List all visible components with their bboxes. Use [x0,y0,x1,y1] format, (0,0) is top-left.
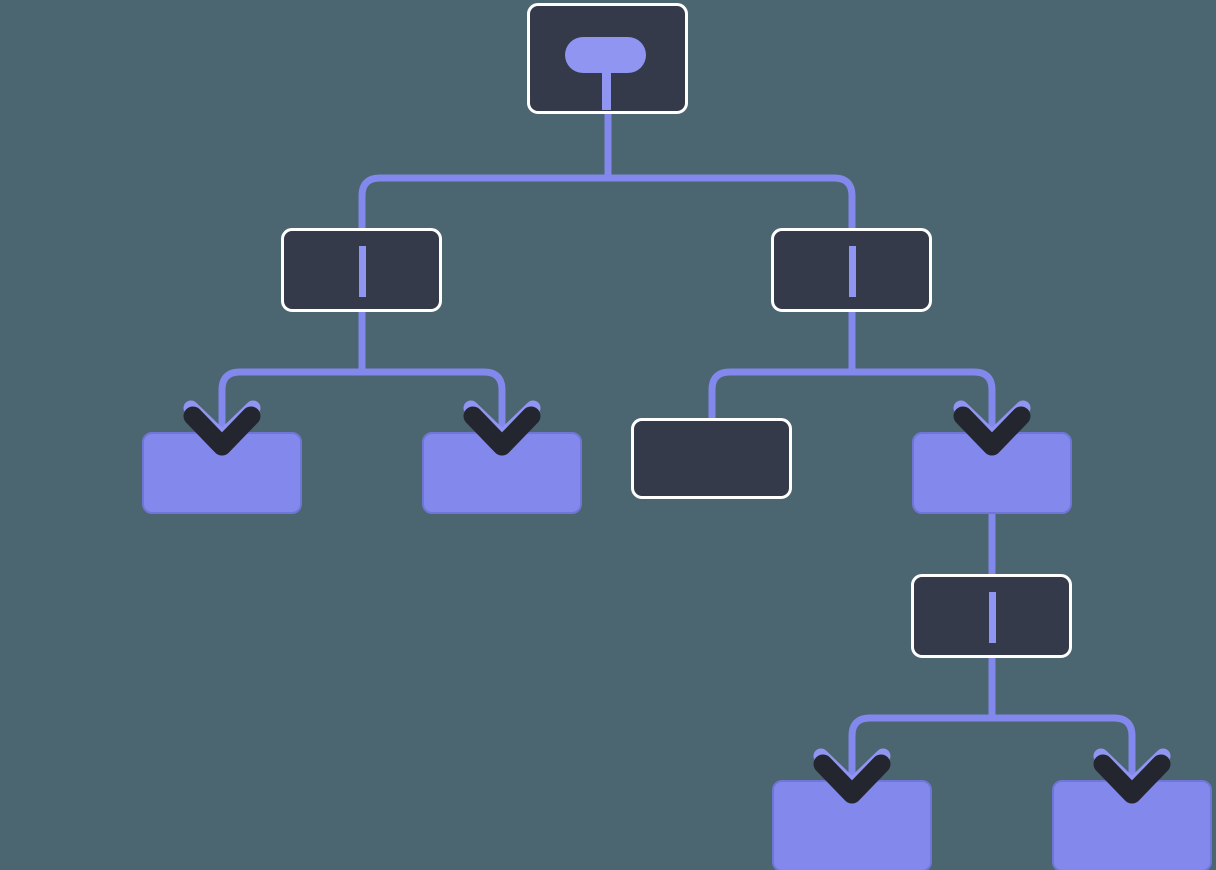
node-root[interactable] [527,3,688,114]
node-leaf-4[interactable] [1052,780,1212,870]
root-stem-glyph [602,61,611,110]
edge-left-to-leaf2 [362,368,506,444]
node-leaf-2[interactable] [422,432,582,514]
node-level1-left[interactable] [281,228,442,312]
edge-right-to-purplenode [852,368,996,444]
node-bar-glyph [359,246,366,297]
node-leaf-1[interactable] [142,432,302,514]
edge-right-to-darknode [708,368,852,418]
node-bar-glyph [849,246,856,297]
edge-dark3-to-leaf3 [848,714,992,792]
edge-root-to-right [608,174,856,231]
node-level2-dark[interactable] [631,418,792,499]
node-level2-purple[interactable] [912,432,1072,514]
edge-left-to-leaf1 [218,368,362,444]
node-level3-dark[interactable] [911,574,1072,658]
node-bar-glyph [989,592,996,643]
node-leaf-3[interactable] [772,780,932,870]
edge-dark3-to-leaf4 [992,714,1136,792]
node-level1-right[interactable] [771,228,932,312]
edge-root-to-left [358,174,608,231]
